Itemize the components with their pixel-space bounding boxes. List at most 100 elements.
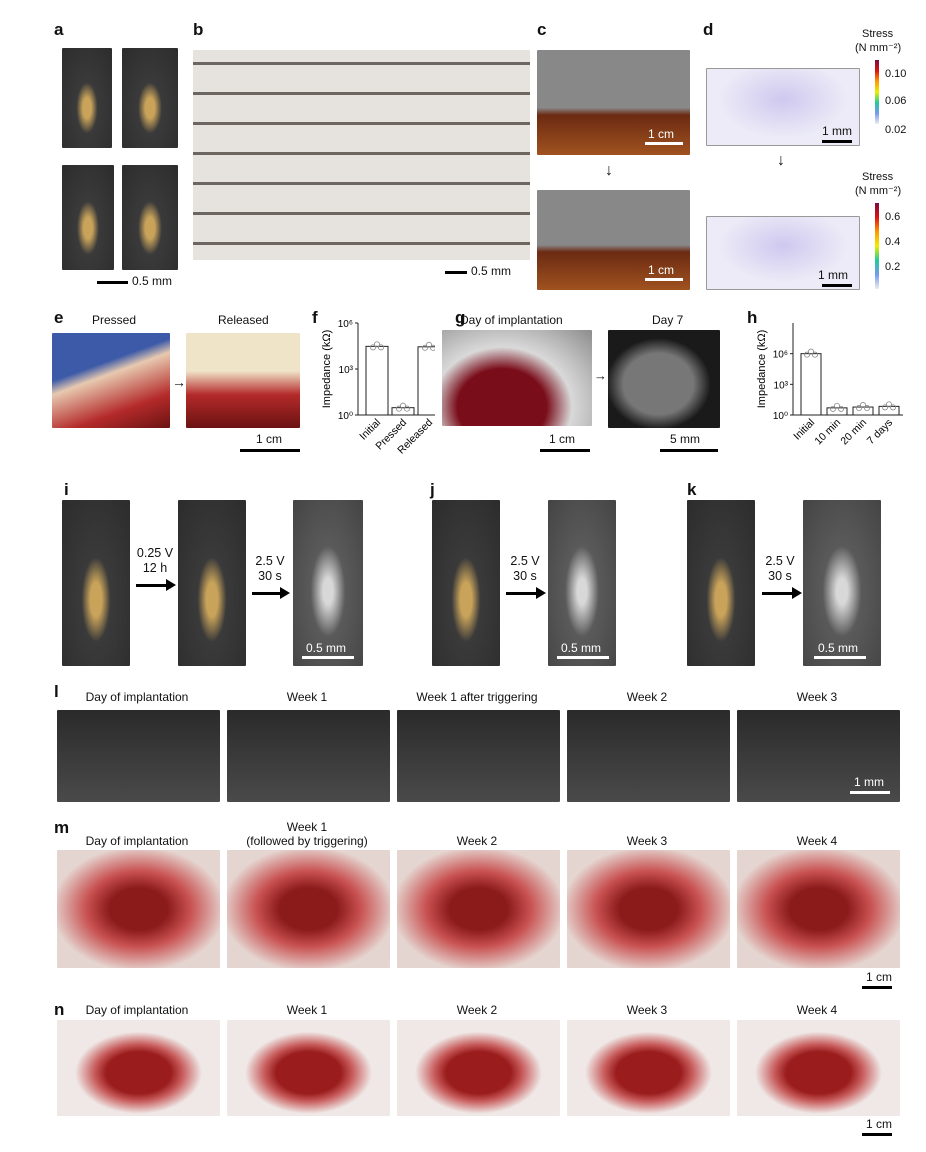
timepoint-photo — [397, 850, 560, 968]
timepoint-photo — [737, 1020, 900, 1116]
data-point — [378, 344, 385, 351]
duration: 30 s — [513, 569, 537, 583]
colorbar — [875, 60, 879, 124]
timepoint-photo — [57, 850, 220, 968]
microneedle-photo — [122, 48, 178, 148]
scale-label: 5 mm — [670, 432, 700, 446]
data-point — [808, 348, 815, 355]
down-arrow-icon: ↓ — [605, 162, 613, 179]
y-tick-label: 10³ — [339, 365, 354, 376]
data-point — [430, 344, 435, 351]
colorbar-tick: 0.02 — [885, 124, 907, 136]
scale-label: 0.5 mm — [132, 274, 173, 288]
needle-photo-dissolved — [803, 500, 881, 666]
x-tick-label: 7 days — [865, 417, 895, 447]
panel-label-a: a — [54, 20, 64, 39]
panel-label-i: i — [64, 480, 69, 499]
scale-bar — [540, 449, 590, 452]
scale-label: 0.5 mm — [471, 264, 512, 278]
y-tick-label: 10³ — [774, 380, 789, 391]
colorbar — [875, 203, 879, 289]
voltage: 2.5 V — [765, 554, 795, 568]
timepoint-title: Week 2 — [456, 1003, 498, 1017]
scale-label: 0.5 mm — [818, 641, 859, 655]
y-tick-label: 10⁰ — [773, 411, 788, 422]
scale-label: 1 cm — [648, 127, 675, 141]
colorbar-unit: (N mm⁻²) — [855, 185, 902, 197]
right-arrow-icon: → — [594, 368, 607, 383]
timepoint-photo — [397, 1020, 560, 1116]
stress-simulation-bottom — [706, 216, 860, 290]
panel-label-d: d — [703, 20, 714, 39]
data-point — [396, 405, 403, 412]
data-point — [812, 351, 819, 358]
microneedle-array-photo — [193, 50, 530, 260]
microneedle-photo — [122, 165, 178, 270]
voltage: 2.5 V — [255, 554, 285, 568]
pressed-photo — [52, 333, 170, 428]
needle-photo — [432, 500, 500, 666]
data-point — [838, 405, 845, 412]
colorbar-tick: 0.06 — [885, 95, 907, 107]
duration: 30 s — [768, 569, 792, 583]
bar — [878, 405, 900, 416]
timepoint-title: Week 1 after triggering — [416, 690, 538, 704]
scale-bar — [557, 656, 609, 659]
colorbar-tick: 0.6 — [885, 211, 901, 223]
voltage: 0.25 V — [136, 546, 174, 560]
timepoint-title: Day of implantation — [85, 834, 189, 848]
data-point — [863, 405, 870, 412]
fluorescence-image — [608, 330, 720, 428]
panel-label-e: e — [54, 308, 64, 327]
timepoint-photo — [397, 710, 560, 802]
bar — [365, 345, 389, 416]
timepoint-photo — [737, 710, 900, 802]
x-tick-label: 10 min — [812, 417, 843, 448]
colorbar-tick: 0.4 — [885, 236, 901, 248]
data-point — [426, 341, 433, 348]
panel-label-f: f — [312, 308, 318, 327]
scale-bar — [240, 449, 300, 452]
microneedle-photo — [62, 48, 112, 148]
bar — [417, 346, 435, 416]
x-tick-label: 20 min — [838, 417, 869, 448]
timepoint-photo — [737, 850, 900, 968]
scale-bar — [814, 656, 866, 659]
caption-day-of-implantation: Day of implantation — [460, 313, 563, 327]
data-point — [834, 402, 841, 409]
implant-photo — [442, 330, 592, 426]
released-photo — [186, 333, 300, 428]
timepoint-photo — [567, 1020, 730, 1116]
data-point — [374, 341, 381, 348]
scale-bar — [97, 281, 128, 284]
down-arrow-icon: ↓ — [777, 152, 785, 169]
scale-bar — [822, 284, 852, 287]
scale-bar — [302, 656, 354, 659]
right-arrow-icon — [762, 587, 802, 599]
panel-label-c: c — [537, 20, 547, 39]
scale-bar — [645, 142, 683, 145]
y-axis-label: Impedance (kΩ) — [756, 330, 768, 409]
bar — [826, 407, 848, 416]
timepoint-photo — [57, 710, 220, 802]
needle-photo-dissolved — [293, 500, 363, 666]
timepoint-title: Week 3 — [626, 834, 668, 848]
scale-label: 1 cm — [648, 263, 675, 277]
panel-label-l: l — [54, 682, 59, 701]
panel-label-g: g — [455, 308, 466, 327]
scale-label: 1 mm — [854, 775, 884, 789]
colorbar-title: Stress — [862, 28, 894, 40]
data-point — [885, 401, 892, 408]
timepoint-title: Week 2 — [456, 834, 498, 848]
data-point — [422, 344, 429, 351]
timepoint-title: Week 2 — [626, 690, 668, 704]
y-tick-label: 10⁰ — [338, 411, 353, 422]
data-point — [804, 351, 811, 358]
scale-bar — [660, 449, 718, 452]
